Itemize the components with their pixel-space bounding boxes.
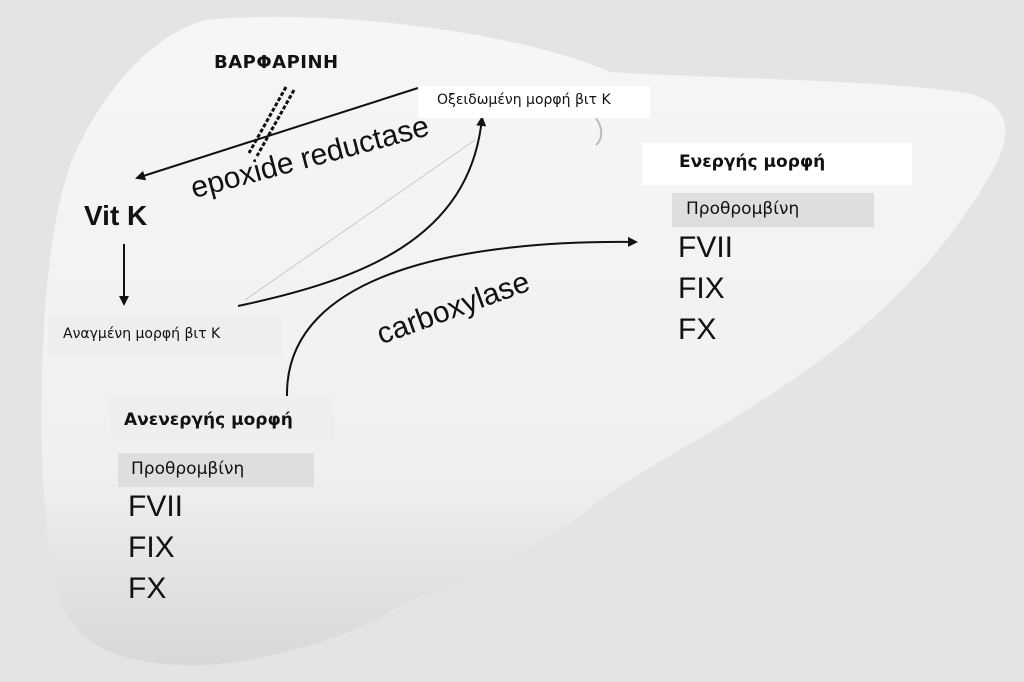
reduced-vitk-box bbox=[48, 318, 282, 356]
warfarin-label: ΒΑΡΦΑΡΙΝΗ bbox=[214, 52, 339, 73]
inactive-factor-fix: FIX bbox=[128, 531, 175, 564]
inactive-factor-fvii: FVII bbox=[128, 490, 184, 523]
faint-link-line bbox=[244, 139, 476, 301]
active-form-title: Ενεργής μορφή bbox=[679, 152, 826, 172]
active-form-box bbox=[642, 143, 912, 185]
active-factor-fix: FIX bbox=[678, 272, 725, 305]
inactive-prothrombin-label: Προθρομβίνη bbox=[131, 459, 245, 479]
inactive-form-box bbox=[110, 398, 334, 444]
oxidized-vitk-label: Οξειδωμένη μορφή βιτ K bbox=[437, 92, 611, 108]
carboxylase-arrow bbox=[285, 236, 638, 397]
reduced-vitk-label: Αναγμένη μορφή βιτ K bbox=[63, 326, 221, 342]
epoxide-reductase-arrow bbox=[135, 87, 419, 181]
inactive-prothrombin-box bbox=[118, 453, 314, 487]
vitk-label: Vit K bbox=[84, 200, 148, 231]
inactive-form-title: Ανενεργής μορφή bbox=[124, 410, 293, 430]
active-prothrombin-label: Προθρομβίνη bbox=[686, 199, 800, 219]
oxidized-vitk-box bbox=[418, 86, 650, 118]
inactive-factor-fx: FX bbox=[128, 572, 167, 605]
liver-fold bbox=[595, 117, 603, 146]
active-prothrombin-box bbox=[672, 193, 874, 227]
warfarin-inhibition-mark-2 bbox=[247, 86, 288, 154]
reduced-to-oxidized-arrow bbox=[237, 116, 487, 307]
active-factor-fvii: FVII bbox=[678, 231, 734, 264]
warfarin-inhibition-mark-1 bbox=[255, 89, 296, 157]
active-factor-fx: FX bbox=[678, 313, 717, 346]
